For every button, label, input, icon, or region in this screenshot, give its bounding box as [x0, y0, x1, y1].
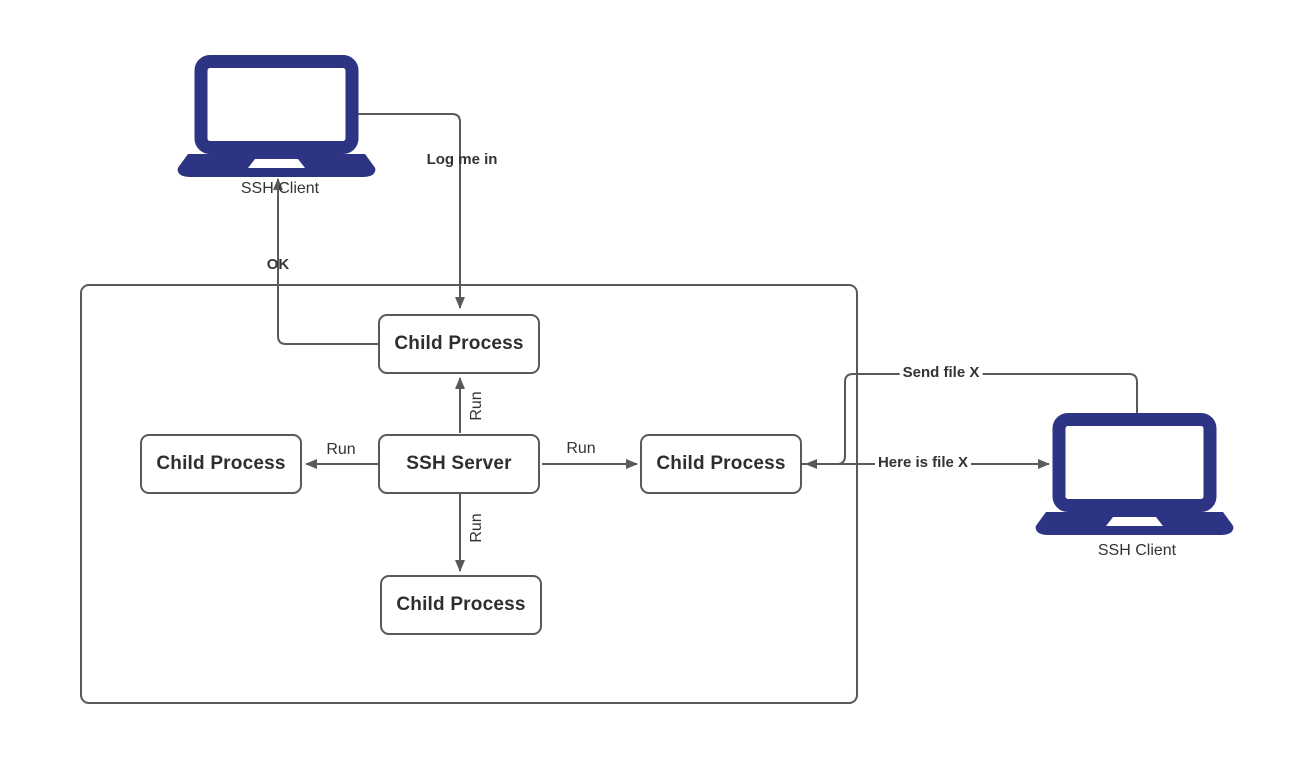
- ssh-client-right-label: SSH Client: [1097, 542, 1177, 560]
- ssh-client-left-label: SSH Client: [240, 180, 320, 198]
- node-label: Child Process: [656, 453, 786, 474]
- edge-label-here-is-file-x: Here is file X: [874, 454, 972, 472]
- node-label: Child Process: [394, 333, 524, 354]
- node-label: Child Process: [156, 453, 286, 474]
- server-boundary-box: [80, 284, 858, 704]
- edge-ok: [273, 178, 378, 345]
- edge-label-send-file-x: Send file X: [899, 364, 983, 382]
- laptop-icon-left: [178, 62, 376, 178]
- edge-send-file-x: [805, 373, 1138, 469]
- edge-label-run-right: Run: [566, 440, 596, 458]
- node-label: Child Process: [396, 594, 526, 615]
- edge-label-run-down: Run: [468, 513, 486, 543]
- edge-label-run-up: Run: [468, 391, 486, 421]
- edge-label-ok: OK: [266, 255, 290, 273]
- child-process-left-node: Child Process: [140, 434, 302, 494]
- edge-label-run-left: Run: [326, 441, 356, 459]
- child-process-top-node: Child Process: [378, 314, 540, 374]
- ssh-server-node: SSH Server: [378, 434, 540, 494]
- edge-label-log-me-in: Log me in: [426, 150, 498, 168]
- edge-log-me-in: [358, 113, 465, 309]
- child-process-bottom-node: Child Process: [380, 575, 542, 635]
- laptop-icon-right: [1036, 420, 1234, 536]
- child-process-right-node: Child Process: [640, 434, 802, 494]
- node-label: SSH Server: [406, 453, 512, 474]
